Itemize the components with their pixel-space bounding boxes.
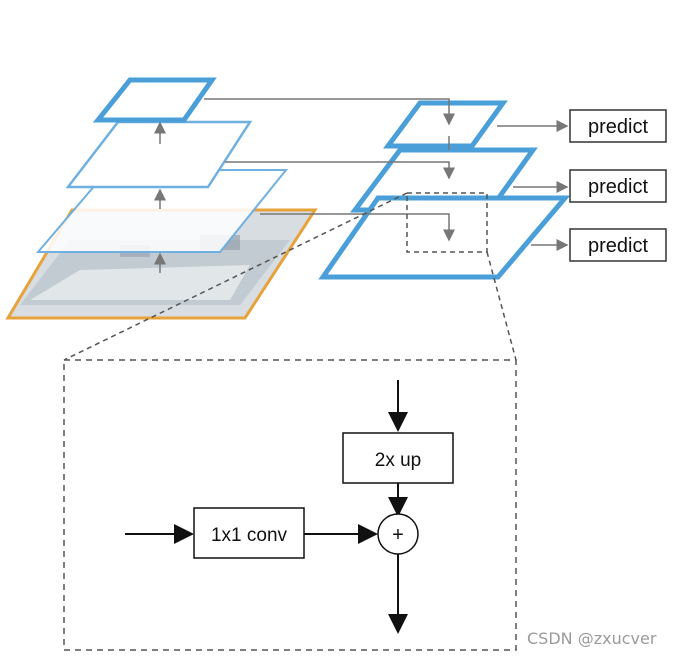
zoom-connector <box>63 192 408 361</box>
bottom-up-level-1 <box>35 169 289 253</box>
merge-symbol: + <box>392 524 404 546</box>
upsample-label: 2x up <box>375 450 421 471</box>
predict-box: predict <box>569 228 667 262</box>
bottom-up-level-3 <box>92 77 217 123</box>
predict-box: predict <box>569 169 667 203</box>
zoom-connector <box>486 251 517 361</box>
top-down-level-1 <box>383 100 508 149</box>
lateral-connection <box>225 161 455 180</box>
predict-label: predict <box>588 176 648 198</box>
conv-box: 1x1 conv <box>193 507 305 559</box>
conv-label: 1x1 conv <box>211 525 288 546</box>
bottom-up-level-2 <box>65 120 253 189</box>
lateral-connection <box>204 98 455 126</box>
zoom-region <box>406 192 488 253</box>
watermark: CSDN @zxucver <box>527 629 657 648</box>
lateral-connection <box>260 213 455 242</box>
predict-label: predict <box>588 235 648 257</box>
upsample-box: 2x up <box>342 432 454 484</box>
merge-node: + <box>377 513 419 555</box>
predict-box: predict <box>569 109 667 143</box>
predict-label: predict <box>588 116 648 138</box>
detail-box <box>63 359 517 651</box>
